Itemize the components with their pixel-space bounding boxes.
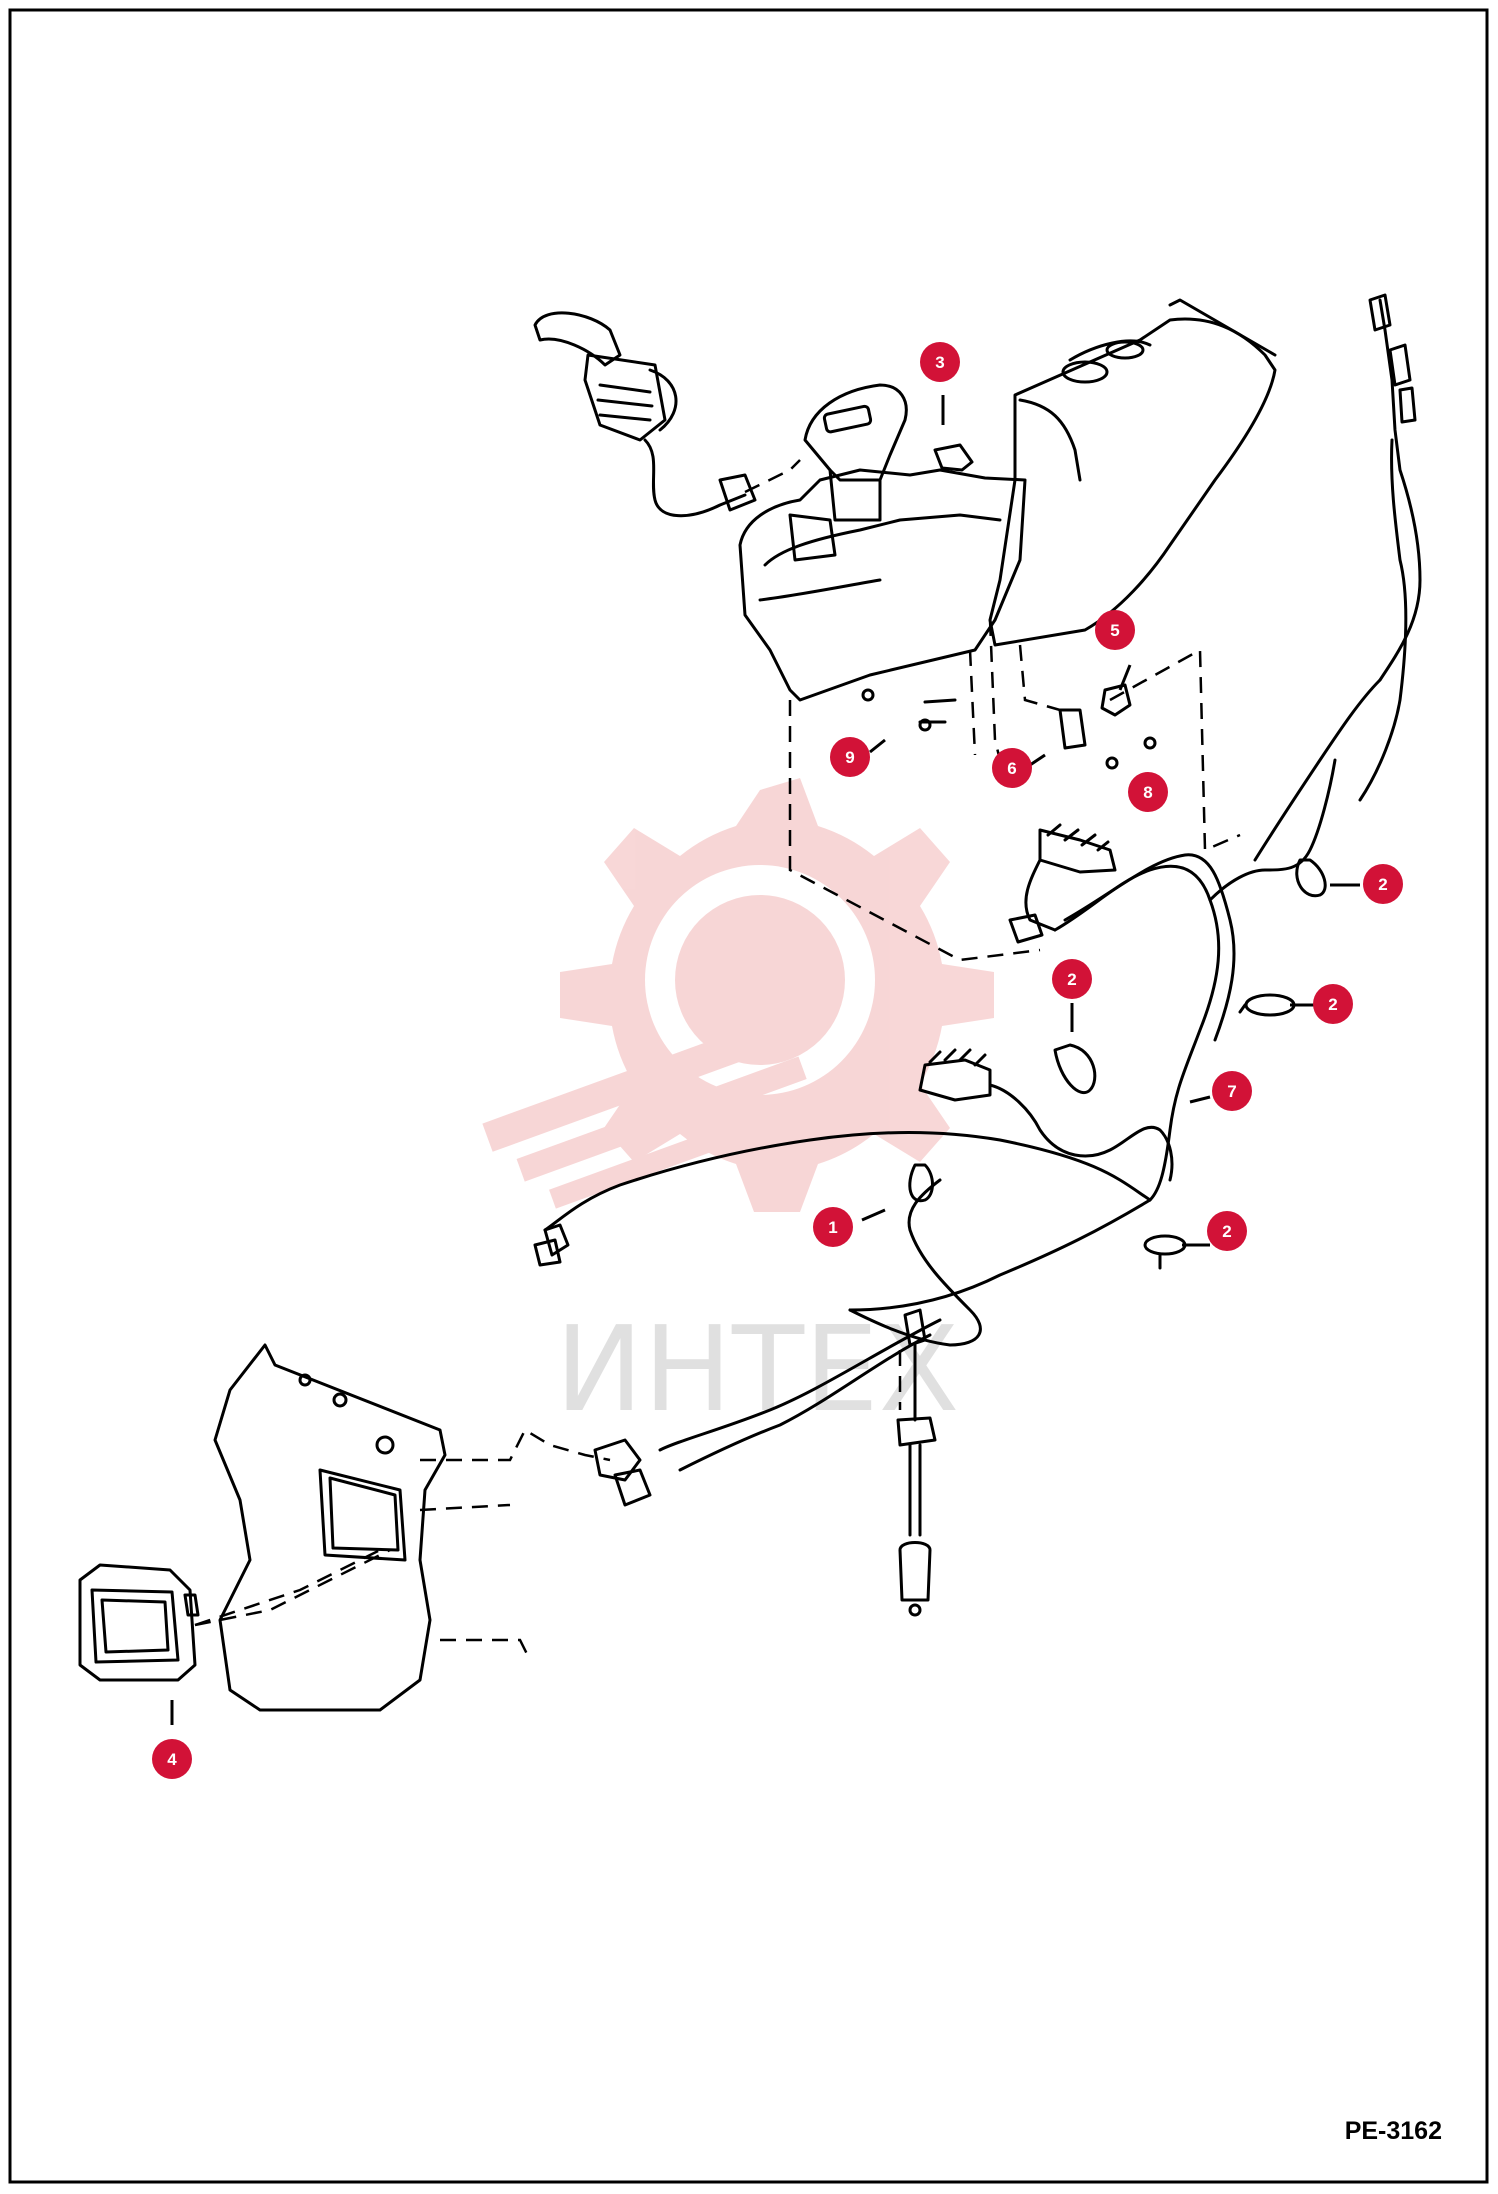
mounting-bracket [213, 1343, 447, 1712]
callout-2d: 2 [1207, 1211, 1247, 1251]
svg-text:2: 2 [1328, 995, 1337, 1014]
svg-text:4: 4 [167, 1750, 177, 1769]
work-light [78, 1563, 200, 1682]
callouts: 3 5 9 6 8 2 2 2 7 1 2 4 [152, 342, 1403, 1779]
callout-6: 6 [992, 748, 1032, 788]
callout-leaders [170, 395, 1360, 1725]
svg-text:3: 3 [935, 353, 944, 372]
svg-text:6: 6 [1007, 759, 1016, 778]
svg-text:5: 5 [1110, 621, 1119, 640]
svg-text:2: 2 [1222, 1222, 1231, 1241]
svg-text:2: 2 [1067, 970, 1076, 989]
harness-connectors [918, 823, 1117, 1102]
svg-text:7: 7 [1227, 1082, 1236, 1101]
fasteners [861, 443, 1157, 770]
callout-4: 4 [152, 1739, 192, 1779]
reference-code: PE-3162 [1344, 2117, 1442, 2145]
callout-2c: 2 [1313, 984, 1353, 1024]
dashed-leaders [194, 459, 1241, 1661]
control-console [738, 298, 1277, 702]
callout-3: 3 [920, 342, 960, 382]
svg-text:1: 1 [828, 1218, 837, 1237]
sensor-probe [896, 1416, 937, 1617]
joystick-assembly [533, 311, 757, 518]
svg-text:9: 9 [845, 748, 854, 767]
callout-9: 9 [830, 737, 870, 777]
callout-8: 8 [1128, 772, 1168, 812]
callout-2a: 2 [1363, 864, 1403, 904]
callout-1: 1 [813, 1207, 853, 1247]
cable-clamps [908, 858, 1327, 1270]
watermark-text: ИНТЕХ [555, 1300, 959, 1438]
callout-2b: 2 [1052, 959, 1092, 999]
page-frame [8, 8, 1489, 2184]
callout-5: 5 [1095, 610, 1135, 650]
wiring-harness [533, 293, 1422, 1507]
gear-wrench-watermark-icon [482, 778, 994, 1212]
svg-text:2: 2 [1378, 875, 1387, 894]
svg-text:8: 8 [1143, 783, 1152, 802]
callout-7: 7 [1212, 1071, 1252, 1111]
